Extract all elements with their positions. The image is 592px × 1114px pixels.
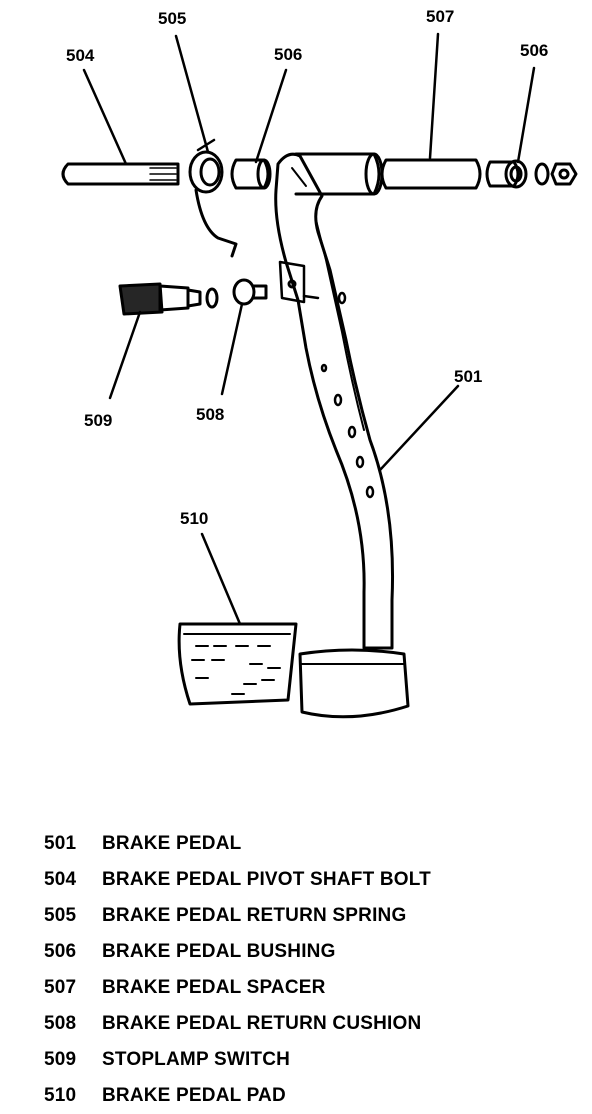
legend-description: BRAKE PEDAL RETURN CUSHION <box>102 1013 422 1034</box>
callout-510: 510 <box>180 509 208 528</box>
pivot-shaft-bolt <box>61 162 180 186</box>
callout-507: 507 <box>426 7 454 26</box>
bushing-left <box>230 158 272 190</box>
callout-509: 509 <box>84 411 112 430</box>
spacer <box>380 158 482 190</box>
pedal-pad <box>177 622 298 706</box>
return-cushion <box>232 278 268 306</box>
legend-row: 507 BRAKE PEDAL SPACER <box>44 970 584 1006</box>
return-spring <box>188 150 238 258</box>
callout-505: 505 <box>158 9 186 28</box>
legend-description: BRAKE PEDAL BUSHING <box>102 941 336 962</box>
callout-506-left: 506 <box>274 45 302 64</box>
legend-description: BRAKE PEDAL PAD <box>102 1085 286 1106</box>
legend-row: 509 STOPLAMP SWITCH <box>44 1042 584 1078</box>
leader-lines <box>82 32 536 626</box>
parts-legend: 501 BRAKE PEDAL 504 BRAKE PEDAL PIVOT SH… <box>44 826 584 1114</box>
legend-number: 510 <box>44 1085 77 1106</box>
legend-row: 508 BRAKE PEDAL RETURN CUSHION <box>44 1006 584 1042</box>
brake-pedal-arm <box>274 152 410 719</box>
callout-501: 501 <box>454 367 482 386</box>
callout-508: 508 <box>196 405 224 424</box>
legend-description: STOPLAMP SWITCH <box>102 1049 291 1070</box>
nut <box>550 162 578 186</box>
washer <box>534 162 550 186</box>
legend-row: 501 BRAKE PEDAL <box>44 826 584 862</box>
legend-row: 504 BRAKE PEDAL PIVOT SHAFT BOLT <box>44 862 584 898</box>
legend-number: 505 <box>44 905 77 926</box>
legend-number: 508 <box>44 1013 77 1034</box>
legend-number: 504 <box>44 869 77 890</box>
legend-number: 509 <box>44 1049 77 1070</box>
bushing-right <box>485 159 528 189</box>
legend-description: BRAKE PEDAL SPACER <box>102 977 326 998</box>
brake-pedal-exploded-diagram: 504 505 506 507 506 501 509 508 510 <box>61 7 578 719</box>
legend-row: 506 BRAKE PEDAL BUSHING <box>44 934 584 970</box>
legend-row: 510 BRAKE PEDAL PAD <box>44 1078 584 1114</box>
legend-row: 505 BRAKE PEDAL RETURN SPRING <box>44 898 584 934</box>
legend-number: 507 <box>44 977 77 998</box>
legend-description: BRAKE PEDAL RETURN SPRING <box>102 905 407 926</box>
legend-description: BRAKE PEDAL <box>102 833 242 854</box>
callout-506-right: 506 <box>520 41 548 60</box>
stoplamp-switch <box>118 282 219 316</box>
callout-504: 504 <box>66 46 95 65</box>
legend-number: 501 <box>44 833 77 854</box>
legend-description: BRAKE PEDAL PIVOT SHAFT BOLT <box>102 869 431 890</box>
legend-number: 506 <box>44 941 77 962</box>
